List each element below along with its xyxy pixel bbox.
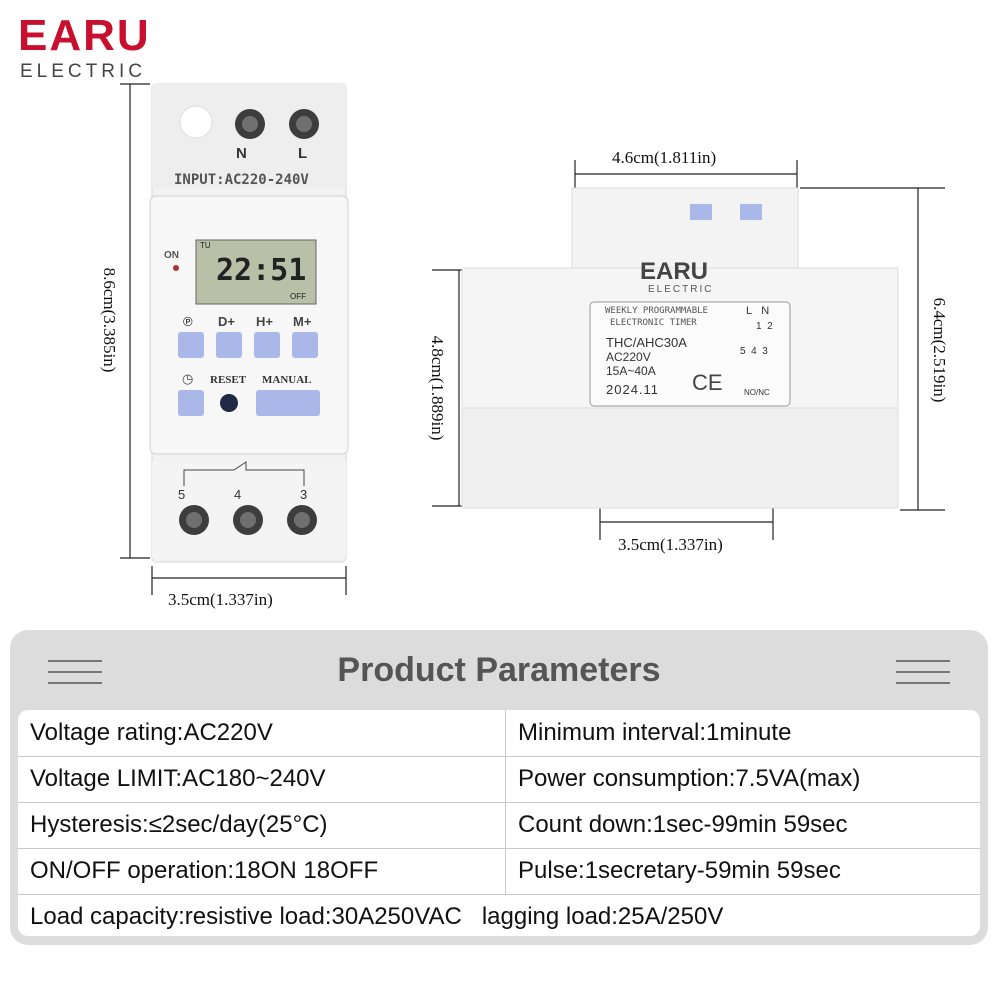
param-cell: Pulse:1secretary-59min 59sec — [518, 857, 841, 884]
ce-mark: CE — [692, 370, 723, 395]
front-width-label: 3.5cm(1.337in) — [168, 590, 273, 609]
parameters-panel: Product Parameters Voltage rating:AC220V… — [10, 630, 988, 945]
display-off: OFF — [290, 292, 306, 301]
param-cell: Voltage rating:AC220V — [18, 710, 506, 756]
front-device-body — [149, 83, 349, 563]
param-cell: Minimum interval:1minute — [518, 719, 792, 746]
brand-sub: ELECTRIC — [20, 61, 146, 82]
input-label: INPUT:AC220-240V — [174, 172, 309, 188]
side-top-width-label: 4.6cm(1.811in) — [612, 148, 717, 167]
no-nc-label: NO/NC — [744, 388, 770, 397]
minute-plus-label: M+ — [293, 314, 312, 329]
contact-numbers: 5 4 3 — [740, 346, 768, 357]
menu-lines-right-icon — [896, 660, 950, 686]
param-cell: Power consumption:7.5VA(max) — [518, 765, 861, 792]
day-plus-label: D+ — [218, 314, 235, 329]
product-line1: WEEKLY PROGRAMMABLE — [605, 306, 708, 316]
front-height-label: 8.6cm(3.385in) — [100, 267, 119, 373]
program-icon: ℗ — [183, 314, 193, 329]
parameters-title: Product Parameters — [337, 651, 661, 689]
table-row: Hysteresis:≤2sec/day(25°C) Count down:1s… — [18, 802, 980, 849]
ln-numbers: 1 2 — [756, 321, 773, 332]
on-label: ON — [164, 250, 179, 261]
side-left-height-label: 4.8cm(1.889in) — [428, 335, 447, 441]
current-label: 15A~40A — [606, 364, 656, 378]
param-cell: Count down:1sec-99min 59sec — [518, 811, 848, 838]
parameters-table: Voltage rating:AC220V Minimum interval:1… — [18, 710, 980, 936]
terminal-n-label: N — [236, 145, 247, 162]
table-row: Load capacity:resistive load:30A250VAC l… — [18, 894, 980, 936]
param-cell-load-capacity: Load capacity:resistive load:30A250VAC l… — [30, 903, 724, 930]
side-brand-name: EARU — [640, 258, 709, 285]
side-device-body — [461, 187, 899, 509]
display-time: 22:51 — [216, 253, 307, 288]
param-cell: ON/OFF operation:18ON 18OFF — [18, 848, 506, 894]
terminal-5-label: 5 — [178, 487, 186, 502]
table-row: Voltage rating:AC220V Minimum interval:1… — [18, 710, 980, 757]
side-brand-sub: ELECTRIC — [648, 284, 714, 295]
model-label: THC/AHC30A — [606, 335, 687, 350]
product-diagram — [120, 83, 945, 595]
side-right-height-label: 6.4cm(2.519in) — [930, 297, 949, 403]
ln-labels: L N — [746, 305, 770, 317]
clock-icon: ◷ — [182, 371, 194, 386]
terminal-3-label: 3 — [300, 487, 308, 502]
terminal-4-label: 4 — [234, 487, 242, 502]
menu-lines-left-icon — [48, 660, 102, 686]
param-cell: Voltage LIMIT:AC180~240V — [18, 756, 506, 802]
brand-name: EARU — [18, 11, 151, 60]
hour-plus-label: H+ — [256, 314, 273, 329]
side-bottom-width-label: 3.5cm(1.337in) — [618, 535, 723, 554]
display-tu: TU — [200, 241, 211, 250]
product-line2: ELECTRONIC TIMER — [610, 318, 697, 328]
table-row: ON/OFF operation:18ON 18OFF Pulse:1secre… — [18, 848, 980, 895]
front-dimension-lines — [120, 83, 347, 595]
table-row: Voltage LIMIT:AC180~240V Power consumpti… — [18, 756, 980, 803]
param-cell: Hysteresis:≤2sec/day(25°C) — [18, 802, 506, 848]
reset-label: RESET — [210, 374, 247, 386]
voltage-label: AC220V — [606, 350, 651, 364]
manual-label: MANUAL — [262, 374, 312, 386]
date-label: 2024.11 — [606, 382, 660, 397]
terminal-l-label: L — [298, 145, 308, 162]
